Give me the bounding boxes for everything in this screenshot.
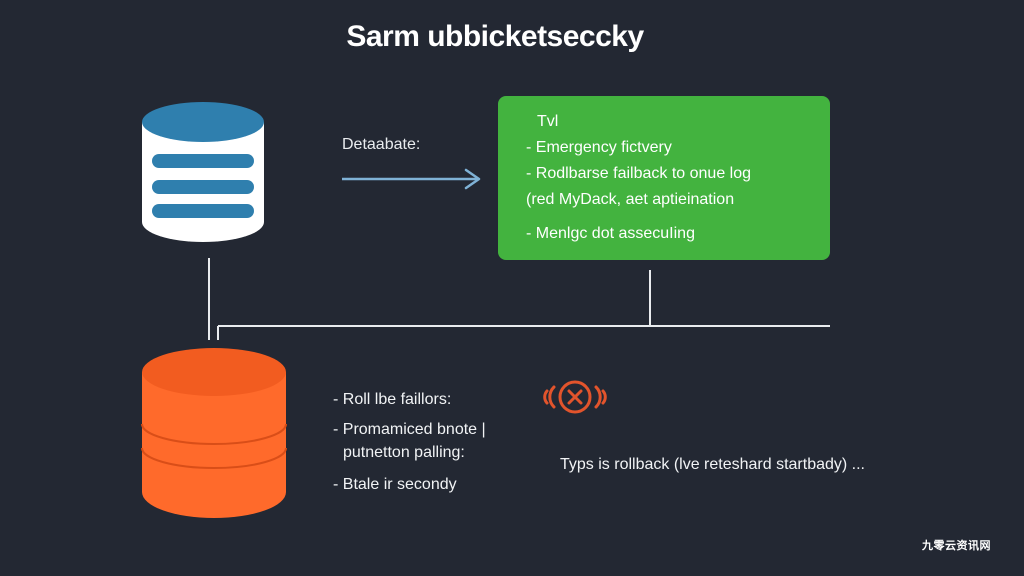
failure-x-icon [543,380,607,414]
watermark: 九零云资讯网 [922,540,991,552]
failure-notes: - Roll lbe faillors: - Promamiced bnote … [333,388,486,496]
arrow-right-icon [342,168,481,190]
primary-database-icon [142,102,264,242]
note-item: - Roll lbe faillors: [333,391,452,408]
diagram-title: Sarm ubbicketseccky [346,20,644,53]
note-item: putnetton palling: [343,444,465,461]
secondary-database-icon [141,348,287,518]
card-item: - Menlgc dot assecuIing [526,225,695,242]
card-item: - Emergency fictvery [526,139,672,156]
card-heading: Tvl [537,113,559,130]
note-item: - Promamiced bnote | [333,421,486,438]
note-item: - Btale ir secondy [333,476,457,493]
recovery-steps-card: Tvl - Emergency fictvery - Rodlbarse fai… [498,96,830,260]
card-item: - Rodlbarse failback to onue log [526,165,752,182]
rollback-tip: Typs is rollback (lve reteshard startbad… [560,456,865,473]
card-item: (red MyDack, aet aptiеination [526,191,735,208]
arrow-label: Detaabate: [342,136,421,153]
